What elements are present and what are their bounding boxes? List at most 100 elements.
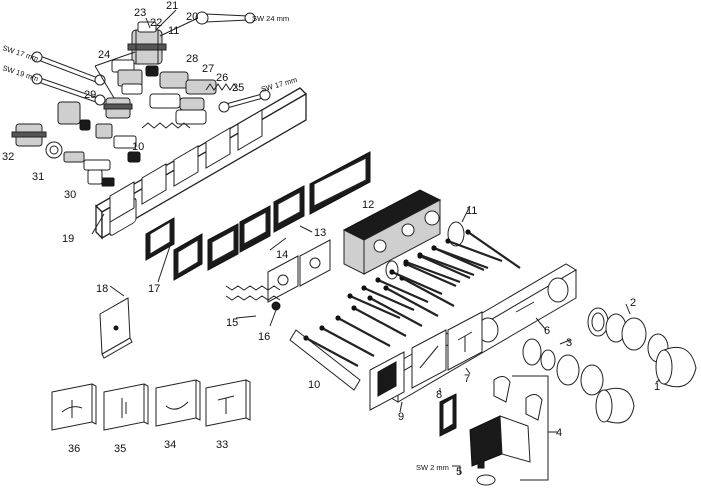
callout-4: 4 [556,427,562,439]
wrench-sw17-upper [31,51,106,86]
callout-28: 28 [186,53,198,65]
screw-head [445,238,451,244]
screw-5 [477,461,485,469]
parts-28-27 [145,65,205,111]
screw-shaft [467,231,521,269]
screw-shaft [363,286,415,312]
screw-head [335,315,341,321]
screw-shaft [305,337,359,367]
screw-shaft [447,239,503,263]
screw-head [347,293,353,299]
screw-shaft [321,327,375,357]
cartridge-23 [127,21,167,65]
module-8 [411,329,447,389]
module-7 [447,311,483,371]
wrench-sw2 [452,465,461,474]
screw-shaft [391,270,443,296]
screw-shaft [369,297,423,327]
handle-plate-34 [155,379,201,427]
part-32 [11,123,47,147]
callout-21: 21 [166,0,178,12]
gasket-small [439,393,457,437]
screw-head [367,295,373,301]
screw-head [383,285,389,291]
label-sw17-upper: SW 17 mm [1,43,39,63]
screw-shaft [433,246,489,270]
cartridge-mid [57,101,91,131]
callout-35: 35 [114,443,126,455]
callout-29: 29 [84,89,96,101]
screws-10 [303,229,521,367]
spring-lower [141,122,191,129]
knob-3 [595,387,635,424]
screw-head [403,259,409,265]
screw-shaft [401,277,455,307]
part-26 [175,79,217,125]
callout-18: 18 [96,283,108,295]
screw-shaft [405,262,457,288]
callout-26: 26 [216,72,228,84]
rings-2 [587,307,669,363]
cover-plate-18 [99,297,133,359]
frame-windows [109,109,263,223]
callout-2: 2 [630,297,636,309]
screw-head [431,245,437,251]
callout-36: 36 [68,443,80,455]
leader-lines [91,9,661,433]
knob-1 [655,346,697,388]
spring-25 [205,83,239,91]
callout-10-bottom: 10 [308,379,320,391]
module-9 [369,351,405,411]
callout-27: 27 [202,63,214,75]
rings-3 [522,338,604,396]
callout-15: 15 [226,317,238,329]
screw-head [319,325,325,331]
o-ring-11-left [385,260,399,280]
bracket-4-line [512,375,549,481]
screw-shaft [349,294,401,320]
seal-plate-17 [145,217,203,281]
callout-3: 3 [566,337,572,349]
screw-shaft [419,254,471,280]
screw-head [389,269,395,275]
callout-33: 33 [216,439,228,451]
screw-head [351,305,357,311]
callout-20: 20 [186,11,198,23]
wrench-sw19 [31,73,106,106]
callout-5: 5 [456,466,462,478]
screw-shaft [419,253,475,277]
label-sw17-lower: SW 17 mm [260,75,298,94]
callout-1: 1 [654,381,660,393]
callout-17: 17 [148,283,160,295]
handle-plate-33 [205,379,251,427]
callout-24: 24 [98,49,110,61]
callout-10-top: 10 [132,141,144,153]
wrench-sw24 [195,11,256,25]
screw-head [417,252,423,258]
parts-31-30 [45,123,141,187]
screw-head [361,285,367,291]
cartridge-29 [103,97,133,119]
label-sw19: SW 19 mm [1,63,39,83]
screw-shaft [385,287,439,317]
screw-head [465,229,471,235]
callout-23: 23 [134,7,146,19]
callout-31: 31 [32,171,44,183]
callout-14: 14 [276,249,288,261]
outlet-holder-4 [469,376,543,486]
callout-12: 12 [362,199,374,211]
label-sw2: SW 2 mm [416,463,449,472]
seal-plate-13 [309,151,371,215]
callout-32: 32 [2,151,14,163]
callout-19: 19 [62,233,74,245]
parts-24-group [94,51,143,109]
screw-shaft [377,278,429,304]
wrench-sw17-lower [218,89,271,113]
callout-16: 16 [258,331,270,343]
hose-15 [225,285,281,311]
callout-11-right: 11 [466,205,477,217]
handle-plate-35 [103,383,149,431]
handle-plate-36 [51,383,97,431]
